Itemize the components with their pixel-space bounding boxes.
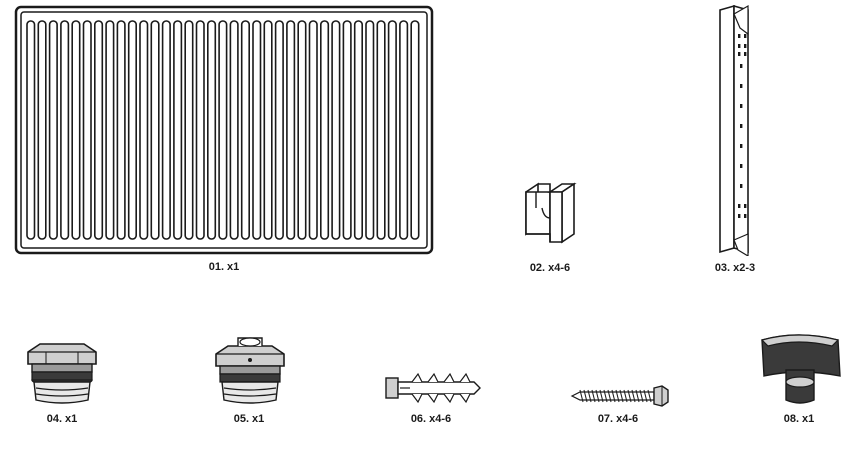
- wall-plug: [384, 370, 482, 406]
- part-label-05: 05. x1: [233, 413, 265, 425]
- radiator-panel: [14, 5, 434, 255]
- radiator-key: [756, 330, 844, 406]
- mounting-clip: [520, 178, 580, 248]
- part-label-03: 03. x2-3: [714, 262, 756, 274]
- wood-screw: [570, 384, 670, 408]
- part-label-06: 06. x4-6: [410, 413, 452, 425]
- wall-bracket: [714, 4, 754, 256]
- air-vent-plug: [208, 334, 292, 408]
- part-label-01: 01. x1: [208, 261, 240, 273]
- part-label-08: 08. x1: [783, 413, 815, 425]
- part-label-04: 04. x1: [46, 413, 78, 425]
- part-label-07: 07. x4-6: [597, 413, 639, 425]
- part-label-02: 02. x4-6: [529, 262, 571, 274]
- blanking-plug: [22, 342, 102, 408]
